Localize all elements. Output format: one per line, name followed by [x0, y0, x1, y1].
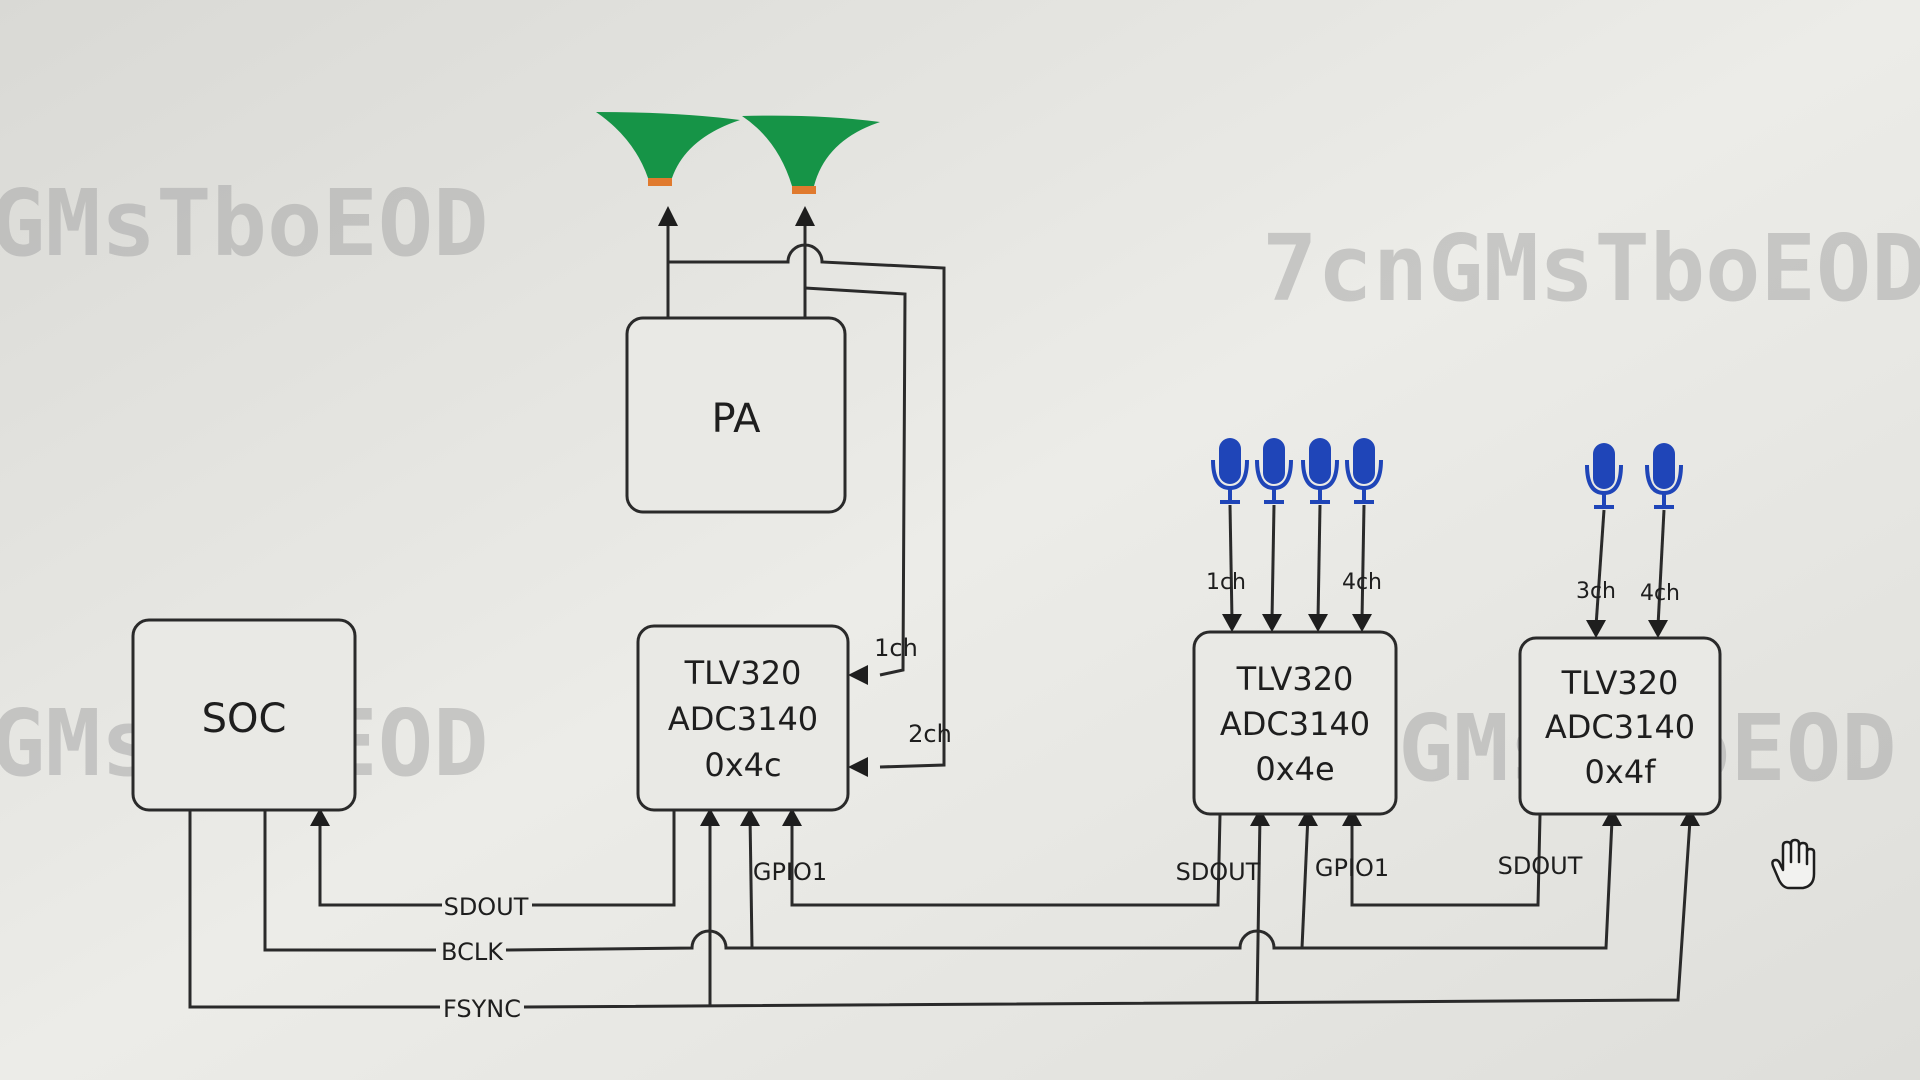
watermark-top-left: GMsTboEOD [0, 170, 489, 277]
adc-0x4e-address-label: 0x4e [1255, 750, 1334, 788]
hand-cursor-icon [1771, 838, 1816, 890]
adc-block-0x4e: TLV320 ADC3140 0x4e [1192, 630, 1398, 816]
adc-0x4f-part-label: TLV320 [1561, 664, 1679, 702]
adc-0x4e-model-label: ADC3140 [1220, 705, 1370, 743]
signal-label-bclk: BCLK [441, 938, 504, 966]
watermark-top-right: 7cnGMsTboEOD [1262, 215, 1920, 322]
pa-label: PA [712, 396, 762, 442]
channel-label-4e-1ch: 1ch [1206, 570, 1246, 595]
adc-0x4f-address-label: 0x4f [1585, 753, 1657, 791]
signal-label-sdout-0x4f: SDOUT [1498, 852, 1583, 880]
speaker-icon-right [742, 115, 880, 194]
channel-label-4c-1ch: 1ch [874, 634, 918, 662]
signal-label-sdout: SDOUT [444, 893, 529, 921]
adc-block-0x4c: TLV320 ADC3140 0x4c [636, 624, 850, 812]
adc-block-0x4f: TLV320 ADC3140 0x4f [1518, 636, 1722, 816]
channel-label-4f-4ch: 4ch [1640, 581, 1680, 606]
signal-label-gpio1-0x4c: GPIO1 [753, 858, 827, 886]
soc-block: SOC [131, 618, 357, 812]
arrowheads [310, 206, 1700, 826]
adc-0x4c-part-label: TLV320 [684, 654, 802, 692]
channel-label-4f-3ch: 3ch [1576, 579, 1616, 604]
signal-label-sdout-0x4e: SDOUT [1176, 858, 1261, 886]
adc-0x4f-model-label: ADC3140 [1545, 708, 1695, 746]
channel-label-4e-4ch: 4ch [1342, 570, 1382, 595]
signal-label-gpio1-0x4e: GPIO1 [1315, 854, 1389, 882]
speaker-icon-left [596, 112, 740, 186]
adc-0x4c-model-label: ADC3140 [668, 700, 818, 738]
adc-0x4e-part-label: TLV320 [1236, 660, 1354, 698]
adc-0x4c-address-label: 0x4c [704, 746, 781, 784]
channel-label-4c-2ch: 2ch [908, 720, 952, 748]
connections [188, 222, 1692, 1009]
pa-block: PA [625, 316, 847, 514]
signal-label-fsync: FSYNC [443, 995, 521, 1023]
soc-label: SOC [202, 696, 287, 742]
